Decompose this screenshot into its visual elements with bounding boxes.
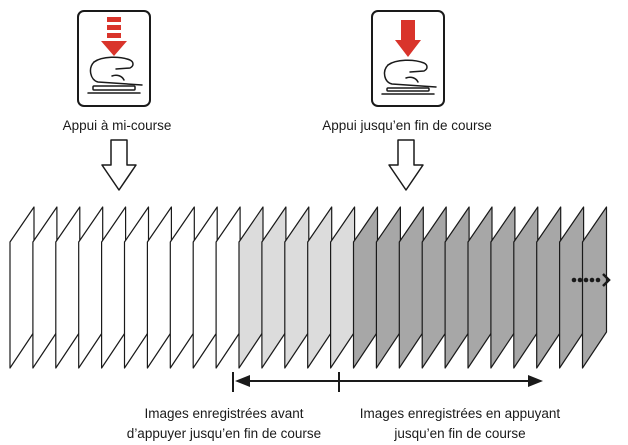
before-range-label-line2: d’appuyer jusqu’en fin de course	[126, 426, 322, 441]
image-frame	[192, 206, 218, 369]
image-frame	[215, 206, 241, 369]
image-frame	[32, 206, 58, 369]
full-press-shutter-icon	[371, 10, 445, 107]
image-frame	[490, 206, 516, 369]
before-range-label-line1: Images enregistrées avant	[144, 406, 304, 421]
image-frame	[146, 206, 172, 369]
image-frame	[581, 206, 608, 369]
hollow-down-arrow-icon	[388, 139, 424, 191]
finger-on-button-icon	[381, 59, 437, 95]
image-frame	[169, 206, 195, 369]
image-frame	[421, 206, 447, 369]
image-frame	[467, 206, 493, 369]
hollow-down-arrow-icon	[101, 139, 137, 191]
image-frame	[55, 206, 81, 369]
image-frame	[261, 206, 287, 369]
half-press-shutter-icon	[77, 10, 151, 107]
full-press-arrow-icon	[395, 20, 421, 57]
image-frame	[513, 206, 539, 369]
image-frame	[398, 206, 424, 369]
continues-indicator-icon	[571, 273, 611, 287]
image-frame	[284, 206, 310, 369]
half-press-arrow-icon	[101, 17, 127, 56]
image-frame	[78, 206, 104, 369]
image-frame	[536, 206, 562, 369]
image-frame	[330, 206, 356, 369]
image-frame	[123, 206, 150, 369]
after-range-label-line1: Images enregistrées en appuyant	[359, 406, 561, 421]
image-frame	[558, 206, 585, 369]
image-frame	[307, 206, 333, 369]
image-frame	[352, 206, 379, 369]
range-arrows	[232, 372, 543, 392]
image-frame	[444, 206, 470, 369]
full-press-label: Appui jusqu’en fin de course	[322, 118, 492, 133]
image-frame	[9, 206, 35, 369]
finger-on-button-icon	[87, 56, 143, 94]
image-frame	[100, 206, 127, 369]
after-range-label-line2: jusqu’en fin de course	[394, 426, 526, 441]
image-frame	[238, 206, 264, 369]
image-frame	[375, 206, 401, 369]
half-press-label: Appui à mi-course	[62, 118, 172, 133]
image-frames	[9, 206, 608, 369]
